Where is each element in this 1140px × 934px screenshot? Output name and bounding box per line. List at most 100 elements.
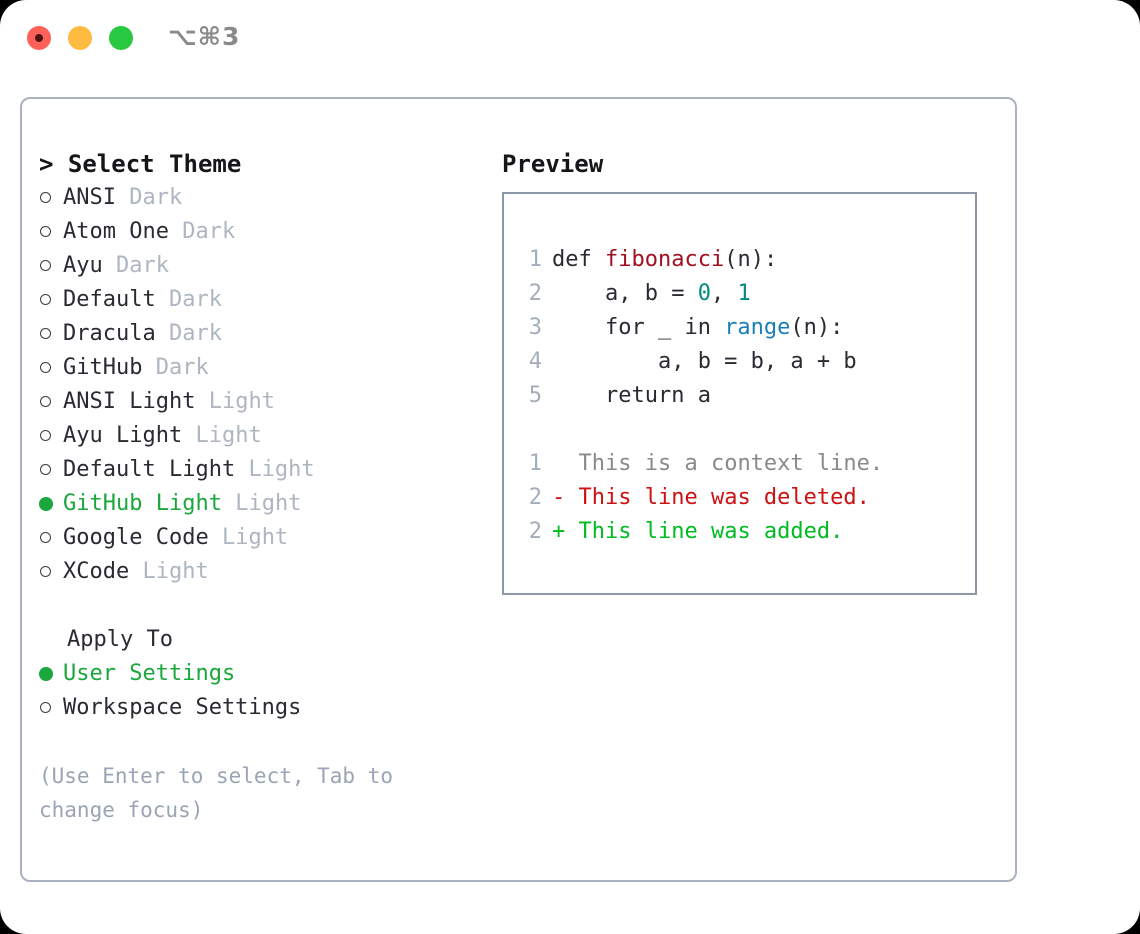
spacer <box>129 555 142 589</box>
theme-option-ayu-light[interactable]: Ayu Light Light <box>39 419 479 453</box>
theme-variant-tag: Light <box>142 559 209 584</box>
spacer <box>156 283 169 317</box>
spacer <box>116 181 129 215</box>
line-number: 3 <box>528 315 542 340</box>
list-spacer <box>39 589 479 623</box>
radio-unselected-icon <box>39 283 63 317</box>
code-token-plain: a, b = b, a + b <box>552 349 857 374</box>
keyboard-hint: (Use Enter to select, Tab to change focu… <box>39 764 406 822</box>
close-button[interactable] <box>27 26 51 50</box>
theme-option-atom-one[interactable]: Atom One Dark <box>39 215 479 249</box>
radio-unselected-icon <box>39 215 63 249</box>
theme-option-name: GitHub Light <box>63 491 222 516</box>
code-line-content: a, b = b, a + b <box>552 345 857 379</box>
theme-option-name: XCode <box>63 559 130 584</box>
spacer <box>156 317 169 351</box>
theme-variant-tag: Light <box>235 491 302 516</box>
theme-option-dracula[interactable]: Dracula Dark <box>39 317 479 351</box>
code-token-number: 1 <box>737 281 751 306</box>
theme-option-ansi[interactable]: ANSI Dark <box>39 181 479 215</box>
spacer <box>195 385 208 419</box>
code-line: 4 a, b = b, a + b <box>504 345 975 379</box>
theme-option-name: Ayu <box>63 253 103 278</box>
spacer <box>142 351 155 385</box>
code-token-function: fibonacci <box>604 247 725 272</box>
diff-marker: - <box>552 485 579 510</box>
radio-unselected-icon <box>39 453 63 487</box>
theme-option-name: ANSI <box>63 185 116 210</box>
theme-variant-tag: Dark <box>182 219 236 244</box>
code-line: 3 for _ in range(n): <box>504 311 975 345</box>
line-number: 4 <box>528 349 542 374</box>
radio-unselected-icon <box>39 691 63 725</box>
theme-option-default[interactable]: Default Dark <box>39 283 479 317</box>
apply-to-label: Apply To <box>67 627 173 652</box>
theme-option-github-light[interactable]: GitHub Light Light <box>39 487 479 521</box>
theme-option-google-code[interactable]: Google Code Light <box>39 521 479 555</box>
radio-unselected-icon <box>39 181 63 215</box>
spacer <box>182 419 195 453</box>
diff-line-text: This line was deleted. <box>578 485 870 510</box>
code-token-plain: def <box>552 247 605 272</box>
line-number: 2 <box>528 519 542 544</box>
window-controls <box>27 26 133 50</box>
diff-line-text: This line was added. <box>578 519 844 544</box>
theme-variant-tag: Light <box>221 525 289 550</box>
line-number: 2 <box>528 485 542 510</box>
theme-variant-tag: Dark <box>168 321 222 346</box>
code-line: 1 def fibonacci(n): <box>504 243 975 277</box>
code-token-plain: (n): <box>724 247 778 272</box>
radio-unselected-icon <box>39 555 63 589</box>
theme-variant-tag: Dark <box>168 287 222 312</box>
spacer <box>222 487 235 521</box>
theme-variant-tag: Dark <box>155 355 209 380</box>
theme-option-default-light[interactable]: Default Light Light <box>39 453 479 487</box>
theme-option-ansi-light[interactable]: ANSI Light Light <box>39 385 479 419</box>
code-line-content: a, b = 0, 1 <box>552 277 751 311</box>
code-token-number: 0 <box>697 281 711 306</box>
apply-to-option-user-settings[interactable]: User Settings <box>39 657 479 691</box>
radio-selected-icon <box>39 657 63 691</box>
maximize-button[interactable] <box>109 26 133 50</box>
radio-selected-icon <box>39 487 63 521</box>
theme-option-name: Default <box>63 287 156 312</box>
code-token-plain: return a <box>552 383 711 408</box>
theme-variant-tag: Light <box>248 457 315 482</box>
line-number: 5 <box>528 383 542 408</box>
code-line-content: for _ in range(n): <box>552 311 843 345</box>
theme-variant-tag: Light <box>208 389 275 414</box>
minimize-button[interactable] <box>68 26 92 50</box>
keyboard-shortcut-label: ⌥⌘3 <box>168 22 241 51</box>
diff-sample: 1 This is a context line.2- This line wa… <box>504 447 975 549</box>
diff-marker <box>552 447 579 481</box>
select-theme-header: > Select Theme <box>39 150 242 178</box>
radio-unselected-icon <box>39 249 63 283</box>
code-line: 2 a, b = 0, 1 <box>504 277 975 311</box>
preview-header: Preview <box>502 150 604 178</box>
apply-to-option-workspace-settings[interactable]: Workspace Settings <box>39 691 479 725</box>
code-token-call: range <box>724 315 791 340</box>
theme-option-ayu[interactable]: Ayu Dark <box>39 249 479 283</box>
theme-variant-tag: Light <box>195 423 262 448</box>
theme-option-name: Ayu Light <box>63 423 183 448</box>
theme-option-name: GitHub <box>63 355 143 380</box>
theme-option-xcode[interactable]: XCode Light <box>39 555 479 589</box>
spacer <box>209 521 222 555</box>
theme-option-name: Dracula <box>63 321 156 346</box>
theme-option-github[interactable]: GitHub Dark <box>39 351 479 385</box>
radio-unselected-icon <box>39 385 63 419</box>
theme-variant-tag: Dark <box>129 185 183 210</box>
code-line-content: def fibonacci(n): <box>552 243 777 277</box>
line-number: 1 <box>528 247 542 272</box>
spacer <box>169 215 182 249</box>
theme-option-name: ANSI Light <box>63 389 196 414</box>
radio-unselected-icon <box>39 521 63 555</box>
spacer <box>235 453 248 487</box>
spacer <box>103 249 116 283</box>
